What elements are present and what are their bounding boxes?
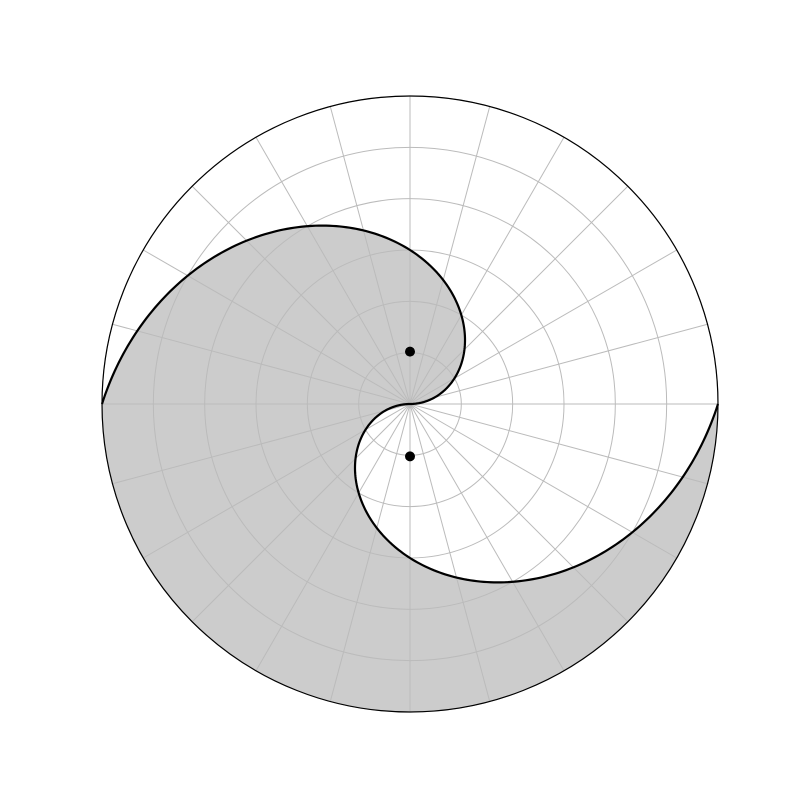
grid-spoke — [409, 323, 708, 405]
grid-spoke — [409, 403, 677, 559]
upper-spiral-curve — [100, 224, 467, 406]
grid-spoke — [255, 403, 411, 671]
grid-spoke — [112, 403, 411, 485]
grid-spoke — [191, 403, 411, 623]
grid-spoke — [191, 185, 411, 405]
marked-points — [405, 346, 415, 462]
grid-spoke — [329, 106, 411, 405]
upper-point — [405, 346, 415, 357]
lower-spiral-curve — [353, 402, 720, 584]
outer-circle-ring — [101, 95, 719, 713]
grid-spoke — [329, 403, 411, 702]
spiral-curves — [100, 224, 720, 584]
grid-spoke — [409, 403, 491, 702]
grid-spoke — [409, 403, 629, 623]
lower-point — [405, 451, 415, 462]
grid-spoke — [255, 137, 411, 405]
shaded-region — [102, 225, 718, 712]
grid-spoke — [409, 185, 629, 405]
grid-spoke — [409, 106, 491, 405]
grid-spoke — [409, 403, 708, 485]
shaded-half — [102, 225, 718, 712]
outer-circle — [101, 95, 719, 713]
grid-spoke — [409, 137, 565, 405]
grid-spoke — [112, 323, 411, 405]
grid-spoke — [409, 403, 565, 671]
